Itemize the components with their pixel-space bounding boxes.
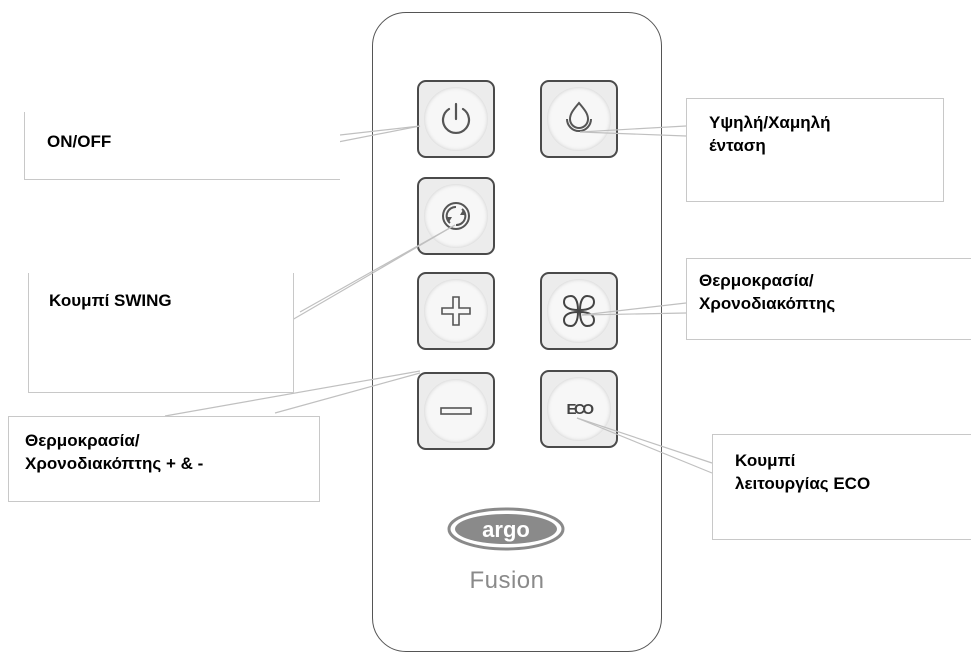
fan-timer-button-face — [547, 279, 611, 343]
callout-plus-minus: Θερμοκρασία/ Χρονοδιακόπτης + & - — [8, 416, 320, 502]
argo-logo: argo — [447, 507, 565, 551]
clover-icon — [562, 294, 596, 328]
callout-eco-line1: Κουμπί — [735, 451, 796, 470]
model-name: Fusion — [469, 567, 545, 594]
power-icon — [441, 102, 471, 134]
callout-intensity-line2: ένταση — [709, 136, 766, 155]
callout-fan-timer-line2: Χρονοδιακόπτης — [699, 294, 836, 313]
callout-swing-text: Κουμπί SWING — [49, 291, 172, 310]
minus-button-face — [424, 379, 488, 443]
plus-icon — [441, 296, 471, 326]
callout-intensity: Υψηλή/Χαμηλή ένταση — [686, 98, 944, 202]
callout-plus-minus-line1: Θερμοκρασία/ — [25, 431, 140, 450]
power-button[interactable] — [417, 80, 495, 158]
plus-button-face — [424, 279, 488, 343]
callout-fan-timer-line1: Θερμοκρασία/ — [699, 271, 814, 290]
eco-button-face: ECO — [547, 377, 611, 441]
swing-icon — [442, 202, 470, 230]
plus-button[interactable] — [417, 272, 495, 350]
eco-button[interactable]: ECO — [540, 370, 618, 448]
callout-plus-minus-line2: Χρονοδιακόπτης + & - — [25, 454, 204, 473]
remote-control-body — [372, 12, 662, 652]
callout-fan-timer: Θερμοκρασία/ Χρονοδιακόπτης — [686, 258, 971, 340]
callout-onoff: ON/OFF — [24, 112, 340, 180]
swing-button[interactable] — [417, 177, 495, 255]
power-button-face — [424, 87, 488, 151]
callout-onoff-text: ON/OFF — [47, 132, 112, 151]
callout-swing: Κουμπί SWING — [28, 273, 294, 393]
minus-button[interactable] — [417, 372, 495, 450]
minus-icon — [440, 407, 472, 415]
swing-button-face — [424, 184, 488, 248]
fan-timer-button[interactable] — [540, 272, 618, 350]
callout-eco-line2: λειτουργίας ECO — [735, 474, 871, 493]
callout-intensity-line1: Υψηλή/Χαμηλή — [709, 113, 831, 132]
callout-eco: Κουμπί λειτουργίας ECO — [712, 434, 971, 540]
eco-button-label: ECO — [566, 400, 594, 418]
intensity-button[interactable] — [540, 80, 618, 158]
brand-text: argo — [482, 517, 530, 542]
drop-icon — [566, 101, 592, 132]
intensity-button-face — [547, 87, 611, 151]
